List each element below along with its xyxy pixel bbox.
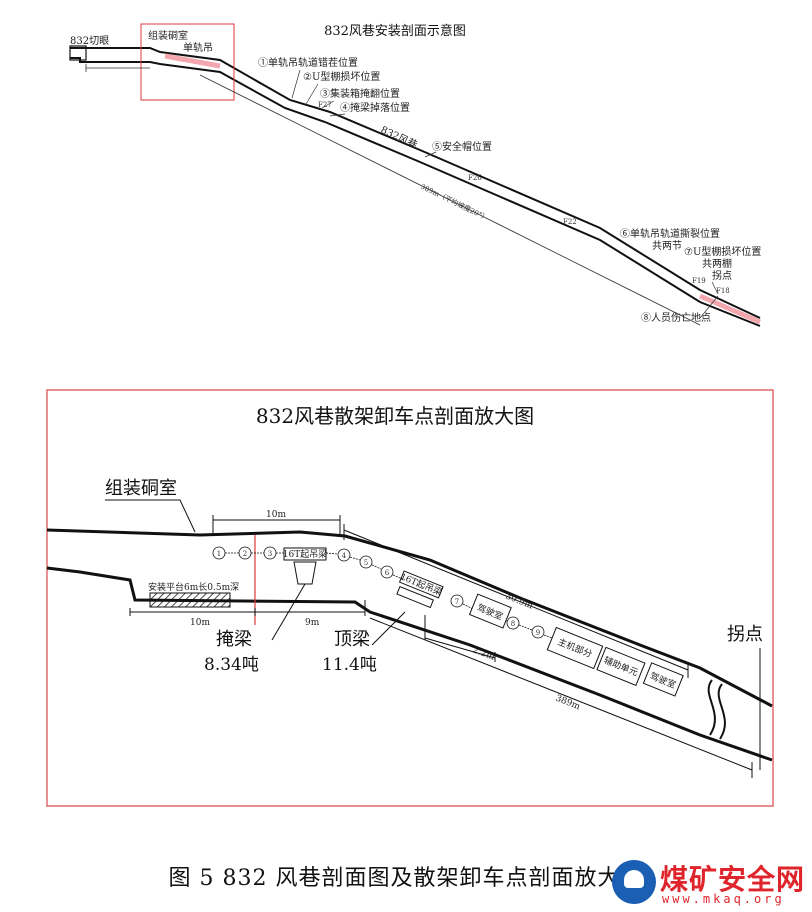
vehicle-cab-1 bbox=[468, 593, 512, 629]
vehicle-cab-2 bbox=[642, 662, 684, 697]
watermark-logo: 煤矿安全网 www.mkaq.org bbox=[612, 858, 808, 910]
position-3-label: ③集装箱掩翻位置 bbox=[320, 87, 400, 100]
chamber-leader bbox=[105, 499, 196, 533]
chamber-label-bottom: 组装硐室 bbox=[105, 478, 177, 499]
position-1-label: ①单轨吊轨道错茬位置 bbox=[258, 56, 358, 69]
dimension-10m-top bbox=[212, 515, 341, 535]
bottom-roadway-upper-line bbox=[46, 528, 773, 708]
f-mark-2: F26 bbox=[468, 174, 482, 182]
break-symbol bbox=[707, 679, 726, 740]
top-diagram: 832风巷安装剖面示意图 832切眼 组装硐室 单轨吊 ①单轨吊轨道错茬位置 ②… bbox=[69, 23, 761, 327]
shield-label: 掩梁 bbox=[216, 629, 252, 650]
watermark-title: 煤矿安全网 bbox=[660, 863, 806, 896]
cut-dimension bbox=[85, 64, 150, 72]
position-8-leader bbox=[699, 295, 719, 319]
f-mark-4: F19 bbox=[692, 277, 706, 285]
numbered-markers bbox=[212, 546, 545, 639]
bottom-roadway-lower-line bbox=[46, 566, 773, 762]
monorail-segment-highlight bbox=[164, 53, 221, 69]
top-beam-load bbox=[396, 585, 434, 609]
top-beam-leader bbox=[371, 611, 406, 646]
crane-1-label: 16T起吊梁 bbox=[283, 548, 327, 560]
marker-8: 8 bbox=[511, 620, 515, 628]
f-mark-1: F27 bbox=[318, 101, 332, 109]
position-6-sub: 共两节 bbox=[652, 240, 682, 252]
helmet-icon bbox=[612, 860, 656, 904]
marker-2: 2 bbox=[243, 550, 247, 558]
accident-segment-highlight bbox=[699, 293, 761, 325]
dimension-2-2m bbox=[424, 615, 496, 662]
f-mark-5: F18 bbox=[716, 287, 730, 295]
f-mark-3: F22 bbox=[563, 218, 577, 226]
dim-10m-bottom-label: 10m bbox=[190, 618, 210, 628]
top-roadway-upper-line bbox=[70, 47, 761, 319]
dimension-389m bbox=[369, 617, 753, 778]
position-leaders-1-4 bbox=[291, 69, 346, 117]
top-beam-label: 顶梁 bbox=[334, 629, 370, 650]
position-5-label: ⑤安全帽位置 bbox=[432, 140, 492, 153]
dim-9m-label: 9m bbox=[305, 618, 320, 628]
crane-beam-1 bbox=[283, 547, 327, 561]
marker-5: 5 bbox=[364, 559, 368, 567]
length-dimension-line bbox=[199, 74, 701, 326]
shield-weight: 8.34吨 bbox=[204, 655, 259, 675]
enlarged-view-frame bbox=[46, 389, 774, 807]
marker-1: 1 bbox=[217, 550, 221, 558]
bottom-diagram-title: 832风巷散架卸车点剖面放大图 bbox=[256, 404, 534, 428]
bottom-diagram: 832风巷散架卸车点剖面放大图 安装平台6m长0.5m深 组装硐室 10m 10… bbox=[46, 389, 774, 807]
position-2-label: ②U型棚损坏位置 bbox=[303, 70, 380, 83]
watermark-url: www.mkaq.org bbox=[662, 892, 785, 906]
monorail-label: 单轨吊 bbox=[183, 41, 213, 54]
cut-block bbox=[69, 45, 87, 61]
install-platform bbox=[149, 592, 231, 608]
position-4-label: ④掩梁掉落位置 bbox=[340, 101, 410, 114]
top-diagram-title: 832风巷安装剖面示意图 bbox=[324, 23, 466, 39]
top-beam-weight: 11.4吨 bbox=[322, 655, 377, 675]
position-6-label: ⑥单轨吊轨道撕裂位置 bbox=[620, 227, 720, 240]
marker-chain bbox=[225, 552, 553, 639]
shield-leader bbox=[271, 583, 306, 641]
vehicle-aux-unit bbox=[596, 646, 646, 687]
position-7-sub: 共两棚 bbox=[702, 257, 732, 270]
chamber-label-top: 组装硐室 bbox=[148, 29, 188, 42]
marker-7: 7 bbox=[455, 598, 459, 606]
position-5-leader bbox=[424, 151, 437, 158]
marker-6: 6 bbox=[385, 569, 390, 577]
inflection-label-bottom: 拐点 bbox=[727, 624, 763, 645]
vehicle-main-unit bbox=[546, 626, 604, 670]
crane-beam-2 bbox=[398, 570, 444, 599]
shield-load bbox=[293, 561, 317, 585]
platform-label: 安装平台6m长0.5m深 bbox=[148, 581, 239, 593]
inflection-label-top: 拐点 bbox=[712, 269, 732, 282]
dimension-bottom bbox=[129, 600, 366, 616]
marker-4: 4 bbox=[342, 552, 347, 560]
cut-label: 832切眼 bbox=[70, 35, 109, 47]
chamber-highlight-box bbox=[140, 23, 235, 101]
marker-9: 9 bbox=[536, 629, 540, 637]
marker-3: 3 bbox=[268, 550, 272, 558]
position-7-label: ⑦U型棚损坏位置 bbox=[684, 245, 761, 258]
vehicle-train: 驾驶室 主机部分 辅助单元 驾驶室 bbox=[468, 593, 684, 697]
position-8-label: ⑧人员伤亡地点 bbox=[641, 311, 711, 324]
top-roadway-lower-line bbox=[70, 57, 761, 327]
dimension-30-9m bbox=[343, 524, 689, 678]
inflection-leader-top bbox=[711, 281, 719, 295]
figure-caption: 图 5 832 风巷剖面图及散架卸车点剖面放大图 bbox=[168, 866, 644, 891]
dim-10m-top-label: 10m bbox=[266, 510, 286, 520]
